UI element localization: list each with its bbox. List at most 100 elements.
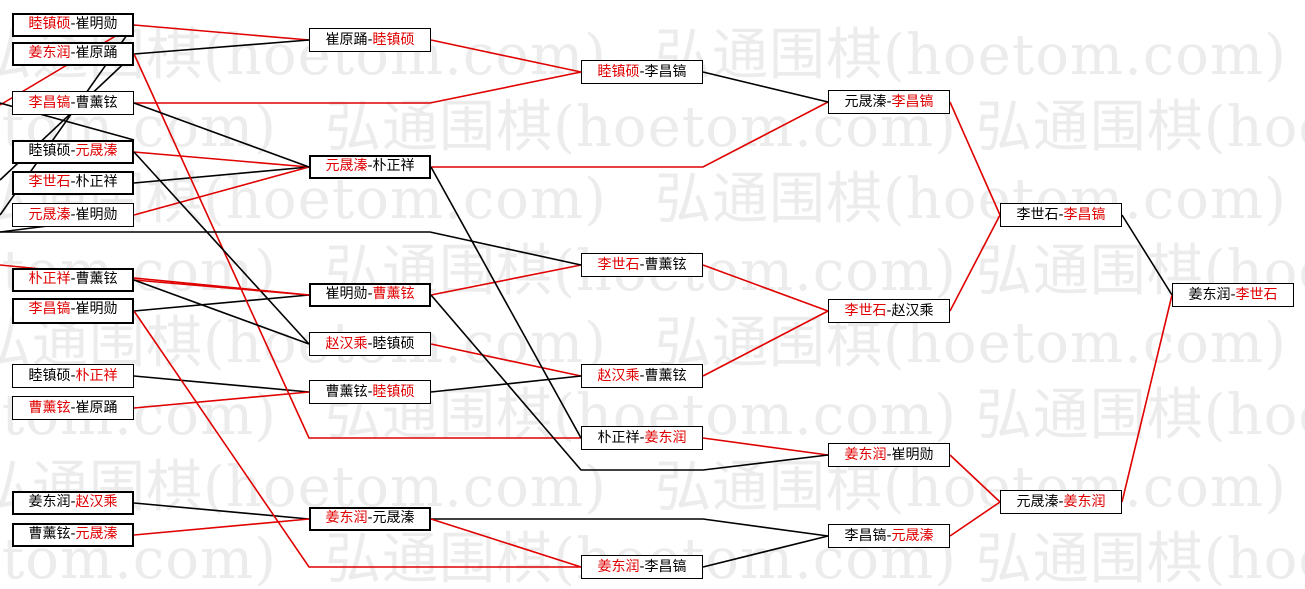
match-box-r2-5[interactable]: 曹薰铉-睦镇硕	[309, 380, 431, 404]
match-box-r1-2[interactable]: 姜东润-崔原踊	[12, 42, 134, 66]
connector-line	[133, 151, 310, 345]
player-two: 元晟溱	[75, 526, 118, 542]
watermark-text: 弘通围棋(hoetom.com) 弘通围棋(hoetom.com)	[655, 23, 1305, 88]
match-box-r3-5[interactable]: 姜东润-李昌镐	[581, 555, 703, 579]
connector-line	[134, 71, 582, 104]
player-one: 睦镇硕	[28, 16, 71, 32]
separator: -	[70, 16, 76, 32]
connector-line	[431, 518, 829, 537]
match-box-r1-11[interactable]: 姜东润-赵汉乘	[12, 491, 134, 515]
player-two: 赵汉乘	[75, 494, 118, 510]
match-box-r2-1[interactable]: 崔原踊-睦镇硕	[309, 28, 431, 52]
player-one: 姜东润	[28, 494, 71, 510]
separator: -	[1058, 494, 1064, 510]
player-one: 崔明勋	[325, 286, 368, 302]
player-two: 崔明勋	[75, 207, 118, 223]
match-box-r4-1[interactable]: 元晟溱-李昌镐	[828, 90, 950, 114]
connector-line	[133, 166, 310, 216]
player-one: 元晟溱	[1016, 494, 1059, 510]
player-two: 睦镇硕	[372, 336, 415, 352]
match-box-r1-9[interactable]: 睦镇硕-朴正祥	[12, 364, 134, 388]
connector-line	[949, 101, 1001, 216]
connector-line	[133, 102, 310, 168]
match-box-r5-1[interactable]: 李世石-李昌镐	[1000, 203, 1122, 227]
match-box-r3-2[interactable]: 李世石-曹薰铉	[581, 253, 703, 277]
watermark-text: 弘通围棋(hoetom.com) 弘通围棋(hoetom.com)	[655, 167, 1305, 232]
match-box-r2-2[interactable]: 元晟溱-朴正祥	[309, 155, 431, 179]
match-box-r3-3[interactable]: 赵汉乘-曹薰铉	[581, 364, 703, 388]
connector-line	[1121, 294, 1173, 503]
player-one: 赵汉乘	[325, 336, 368, 352]
match-box-r2-6[interactable]: 姜东润-元晟溱	[309, 507, 431, 531]
separator: -	[886, 447, 892, 463]
separator: -	[639, 64, 645, 80]
separator: -	[639, 559, 645, 575]
connector-line	[133, 279, 310, 345]
connector-line	[702, 310, 829, 377]
player-one: 元晟溱	[844, 94, 887, 110]
connector-line	[430, 39, 582, 73]
connector-line	[133, 375, 310, 393]
player-two: 姜东润	[644, 430, 687, 446]
separator: -	[367, 336, 373, 352]
player-two: 李昌镐	[644, 64, 687, 80]
connector-line	[0, 231, 582, 266]
player-two: 崔原踊	[75, 400, 118, 416]
connector-line	[133, 151, 310, 168]
player-one: 朴正祥	[597, 430, 640, 446]
player-one: 崔原踊	[325, 32, 368, 48]
player-two: 李世石	[1235, 287, 1278, 303]
match-box-r4-4[interactable]: 李昌镐-元晟溱	[828, 524, 950, 548]
match-box-r1-1[interactable]: 睦镇硕-崔明勋	[12, 13, 134, 37]
separator: -	[367, 286, 373, 302]
player-two: 姜东润	[1063, 494, 1106, 510]
match-box-r2-4[interactable]: 赵汉乘-睦镇硕	[309, 332, 431, 356]
player-one: 姜东润	[28, 45, 71, 61]
match-box-r4-2[interactable]: 李世石-赵汉乘	[828, 299, 950, 323]
player-two: 曹薰铉	[644, 368, 687, 384]
separator: -	[639, 257, 645, 273]
connector-line	[430, 343, 582, 377]
connector-line	[430, 264, 582, 296]
match-box-r3-4[interactable]: 朴正祥-姜东润	[581, 426, 703, 450]
separator: -	[70, 301, 76, 317]
match-box-r1-10[interactable]: 曹薰铉-崔原踊	[12, 396, 134, 420]
separator: -	[70, 95, 76, 111]
connector-line	[133, 518, 310, 536]
connector-line	[702, 535, 829, 568]
player-two: 曹薰铉	[75, 271, 118, 287]
match-box-r1-8[interactable]: 李昌镐-崔明勋	[12, 298, 134, 324]
separator: -	[70, 400, 76, 416]
player-one: 姜东润	[325, 510, 368, 526]
player-one: 赵汉乘	[597, 368, 640, 384]
player-one: 李昌镐	[28, 301, 71, 317]
connector-line	[133, 53, 581, 439]
match-box-r2-3[interactable]: 崔明勋-曹薰铉	[309, 283, 431, 307]
match-box-r1-7[interactable]: 朴正祥-曹薰铉	[12, 268, 134, 292]
match-box-r1-12[interactable]: 曹薰铉-元晟溱	[12, 523, 134, 547]
player-one: 李世石	[28, 174, 71, 190]
separator: -	[70, 526, 76, 542]
match-box-r1-4[interactable]: 睦镇硕-元晟溱	[12, 140, 134, 164]
player-one: 朴正祥	[28, 271, 71, 287]
player-two: 朴正祥	[75, 368, 118, 384]
connector-line	[133, 39, 310, 55]
player-two: 元晟溱	[372, 510, 415, 526]
match-box-r6-1[interactable]: 姜东润-李世石	[1172, 283, 1294, 307]
connector-line	[133, 502, 310, 520]
watermark-text: 弘通围棋(hoetom.com) 弘通围棋(hoetom.com)	[655, 311, 1305, 376]
player-one: 李昌镐	[844, 528, 887, 544]
match-box-r3-1[interactable]: 睦镇硕-李昌镐	[581, 60, 703, 84]
separator: -	[70, 271, 76, 287]
player-two: 朴正祥	[372, 158, 415, 174]
connector-line	[133, 294, 310, 312]
match-box-r5-2[interactable]: 元晟溱-姜东润	[1000, 490, 1122, 514]
match-box-r1-6[interactable]: 元晟溱-崔明勋	[12, 203, 134, 227]
match-box-r1-3[interactable]: 李昌镐-曹薰铉	[12, 91, 134, 115]
connector-line	[949, 214, 1001, 312]
connector-line	[431, 101, 829, 168]
match-box-r4-3[interactable]: 姜东润-崔明勋	[828, 443, 950, 467]
player-one: 睦镇硕	[28, 368, 71, 384]
match-box-r1-5[interactable]: 李世石-朴正祥	[12, 171, 134, 195]
